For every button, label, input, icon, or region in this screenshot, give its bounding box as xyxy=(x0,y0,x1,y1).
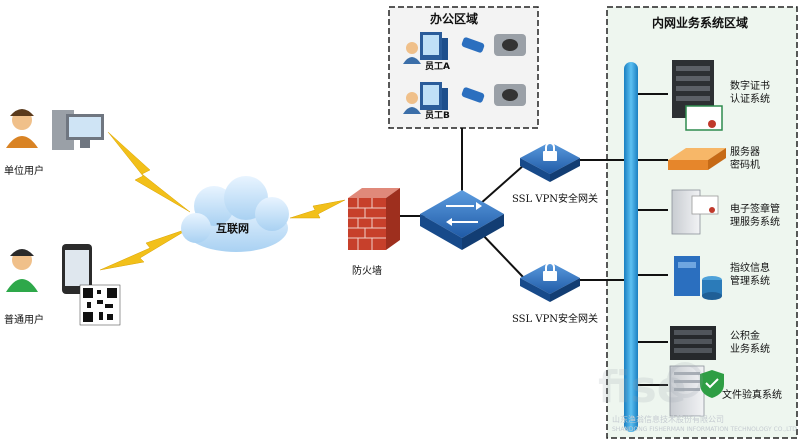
lightning-icon xyxy=(289,199,346,219)
firewall-label: 防火墙 xyxy=(352,266,382,277)
system-line1: 数字证书 xyxy=(730,81,770,92)
qr-code-icon xyxy=(79,284,121,326)
lightning-icon xyxy=(99,227,191,271)
employee-a-label: 员工A xyxy=(425,62,450,72)
certificate-server-icon xyxy=(672,60,723,131)
firewall-icon xyxy=(348,188,400,250)
watermark-logo: fise xyxy=(598,362,703,413)
cipher-machine-icon xyxy=(668,148,726,170)
employee-b-icon xyxy=(403,82,448,114)
fingerprint-server-icon xyxy=(674,256,722,300)
system-label-eseal: 电子签章管 理服务系统 xyxy=(730,203,780,229)
vpn-gateway-bottom-label: SSL VPN安全网关 xyxy=(512,314,599,325)
fingerprint-reader-icon xyxy=(494,84,526,106)
system-line1: 指纹信息 xyxy=(730,263,770,274)
internet-label: 互联网 xyxy=(216,222,249,235)
usb-key-icon xyxy=(461,37,485,53)
system-label-file-verify: 文件验真系统 xyxy=(722,390,782,401)
provident-fund-server-icon xyxy=(670,326,716,360)
system-label-provident: 公积金 业务系统 xyxy=(730,330,770,356)
office-region-title: 办公区域 xyxy=(430,12,479,26)
vpn-gateway-top-label: SSL VPN安全网关 xyxy=(512,194,599,205)
system-label-cipher: 服务器 密码机 xyxy=(730,146,760,172)
system-line1: 公积金 xyxy=(730,331,760,342)
intranet-bus xyxy=(624,62,638,432)
employee-b-label: 员工B xyxy=(425,111,450,121)
system-label-fingerprint: 指纹信息 管理系统 xyxy=(730,262,770,288)
svg-text:fise: fise xyxy=(598,362,687,413)
fingerprint-reader-icon xyxy=(494,34,526,56)
vpn-gateway-top-icon xyxy=(520,142,580,182)
watermark-company: 山东渔翁信息技术股份有限公司 xyxy=(612,415,724,424)
system-line2: 管理系统 xyxy=(730,276,770,287)
intranet-region-title: 内网业务系统区域 xyxy=(652,16,749,30)
unit-user-label: 单位用户 xyxy=(4,166,44,177)
usb-key-icon xyxy=(461,87,485,103)
system-line1: 服务器 xyxy=(730,147,760,158)
system-line2: 密码机 xyxy=(730,160,760,171)
system-label-certificate: 数字证书 认证系统 xyxy=(730,80,770,106)
system-line2: 理服务系统 xyxy=(730,217,780,228)
unit-user-avatar-icon xyxy=(6,109,38,148)
normal-user-label: 普通用户 xyxy=(4,315,44,326)
normal-user-avatar-icon xyxy=(6,249,38,292)
internet-cloud xyxy=(181,176,289,252)
smartphone-icon xyxy=(62,244,92,294)
file-verify-server-icon xyxy=(669,365,724,417)
connections xyxy=(392,93,668,386)
e-seal-server-icon xyxy=(671,189,719,235)
watermark-company-en: SHANDONG FISHERMAN INFORMATION TECHNOLOG… xyxy=(612,426,797,433)
system-line1: 电子签章管 xyxy=(730,204,780,215)
lightning-icon xyxy=(107,131,191,213)
system-line2: 认证系统 xyxy=(730,94,770,105)
vpn-gateway-bottom-icon xyxy=(520,262,580,302)
employee-a-icon xyxy=(403,32,448,64)
desktop-pc-icon xyxy=(52,110,104,150)
system-line2: 业务系统 xyxy=(730,344,770,355)
core-switch-icon xyxy=(420,190,504,250)
